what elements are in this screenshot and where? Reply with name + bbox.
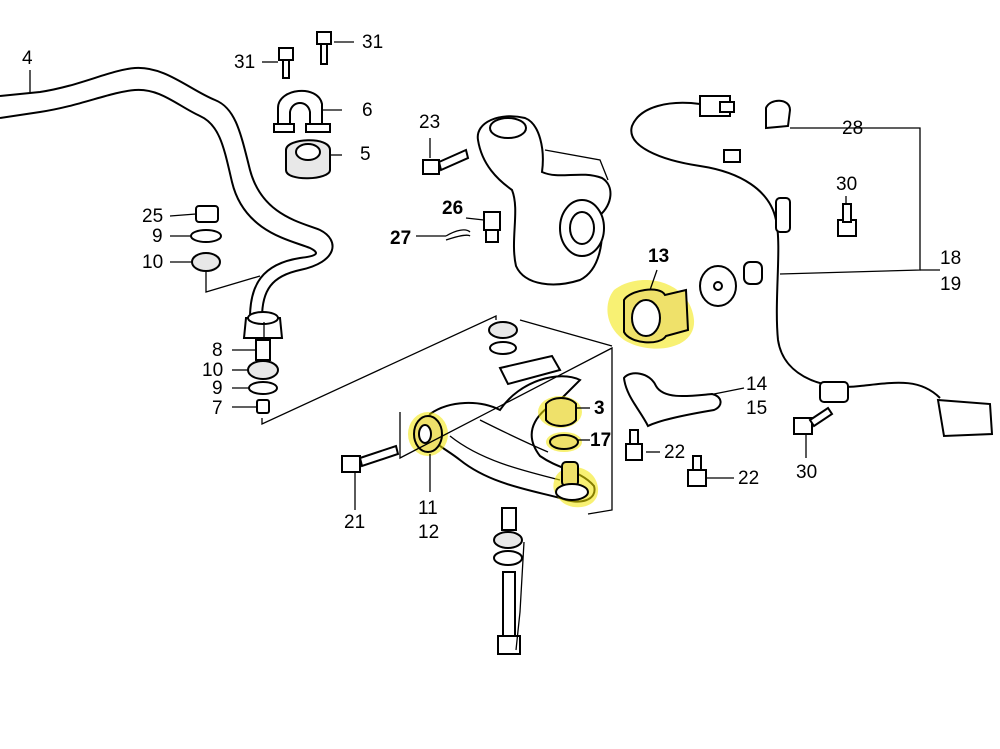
label-13: 13 <box>648 246 669 267</box>
label-11: 11 <box>418 498 438 519</box>
label-8: 8 <box>212 340 223 361</box>
bolt-30-a <box>837 203 857 237</box>
bushing-10-b <box>247 360 279 380</box>
label-26: 26 <box>442 198 463 219</box>
arm-front-bushing <box>408 412 448 456</box>
label-15: 15 <box>746 398 767 419</box>
small-bushing <box>743 261 763 285</box>
label-10-b: 10 <box>202 360 223 381</box>
abs-sensor-harness <box>630 95 994 438</box>
label-17: 17 <box>590 430 611 451</box>
label-9-b: 9 <box>212 378 223 399</box>
lower-bolt-stack <box>493 507 523 655</box>
label-3: 3 <box>594 398 605 419</box>
label-12: 12 <box>418 522 439 543</box>
damper-fork-bushing-13 <box>607 280 695 349</box>
label-14: 14 <box>746 374 768 395</box>
label-31-a: 31 <box>234 52 255 73</box>
label-7: 7 <box>212 398 223 419</box>
bolt-22-a <box>625 429 643 461</box>
bushing-10-a <box>191 252 221 272</box>
label-31-b: 31 <box>362 32 383 53</box>
circlip-17 <box>546 432 582 452</box>
arm-ball-joint <box>553 461 599 508</box>
leader-lines <box>29 41 940 651</box>
washer-9-a <box>190 229 222 243</box>
cotter-pin-27 <box>445 229 471 241</box>
label-28: 28 <box>842 118 863 139</box>
label-22-b: 22 <box>738 468 759 489</box>
stabilizer-bushing <box>285 139 331 180</box>
sensor-bracket <box>622 372 722 428</box>
bolt-31-a <box>278 47 294 79</box>
label-25: 25 <box>142 206 163 227</box>
bolt-30-b <box>793 406 834 435</box>
label-6: 6 <box>362 100 373 121</box>
bolt-7 <box>256 399 270 414</box>
bolt-22-b <box>687 455 707 487</box>
label-10-a: 10 <box>142 252 163 273</box>
bolt-23 <box>422 148 470 175</box>
upper-bushing-stack <box>488 321 518 355</box>
castle-nut-26 <box>483 211 501 243</box>
label-9-a: 9 <box>152 226 163 247</box>
stabilizer-bushing-holder <box>273 89 331 133</box>
label-27: 27 <box>390 228 411 249</box>
seal-washer <box>699 265 737 307</box>
label-5: 5 <box>360 144 371 165</box>
washer-9-b <box>248 381 278 395</box>
label-22-a: 22 <box>664 442 685 463</box>
steering-knuckle <box>476 115 612 286</box>
label-4: 4 <box>22 48 33 69</box>
label-21: 21 <box>344 512 365 533</box>
clip-28 <box>765 99 792 130</box>
collar-8 <box>255 339 271 361</box>
lower-control-arm <box>426 354 596 503</box>
bolt-31-b <box>316 31 332 65</box>
bolt-21 <box>341 444 400 473</box>
stabilizer-bar <box>0 66 334 339</box>
label-30-a: 30 <box>836 174 857 195</box>
label-18: 18 <box>940 248 961 269</box>
ball-joint-boot-3 <box>538 396 582 428</box>
label-23: 23 <box>419 112 440 133</box>
label-19: 19 <box>940 274 961 295</box>
nut-25 <box>195 205 219 223</box>
part-number-labels: 4 31 31 6 5 23 28 30 26 27 25 9 10 13 18… <box>22 32 961 543</box>
label-30-b: 30 <box>796 462 817 483</box>
